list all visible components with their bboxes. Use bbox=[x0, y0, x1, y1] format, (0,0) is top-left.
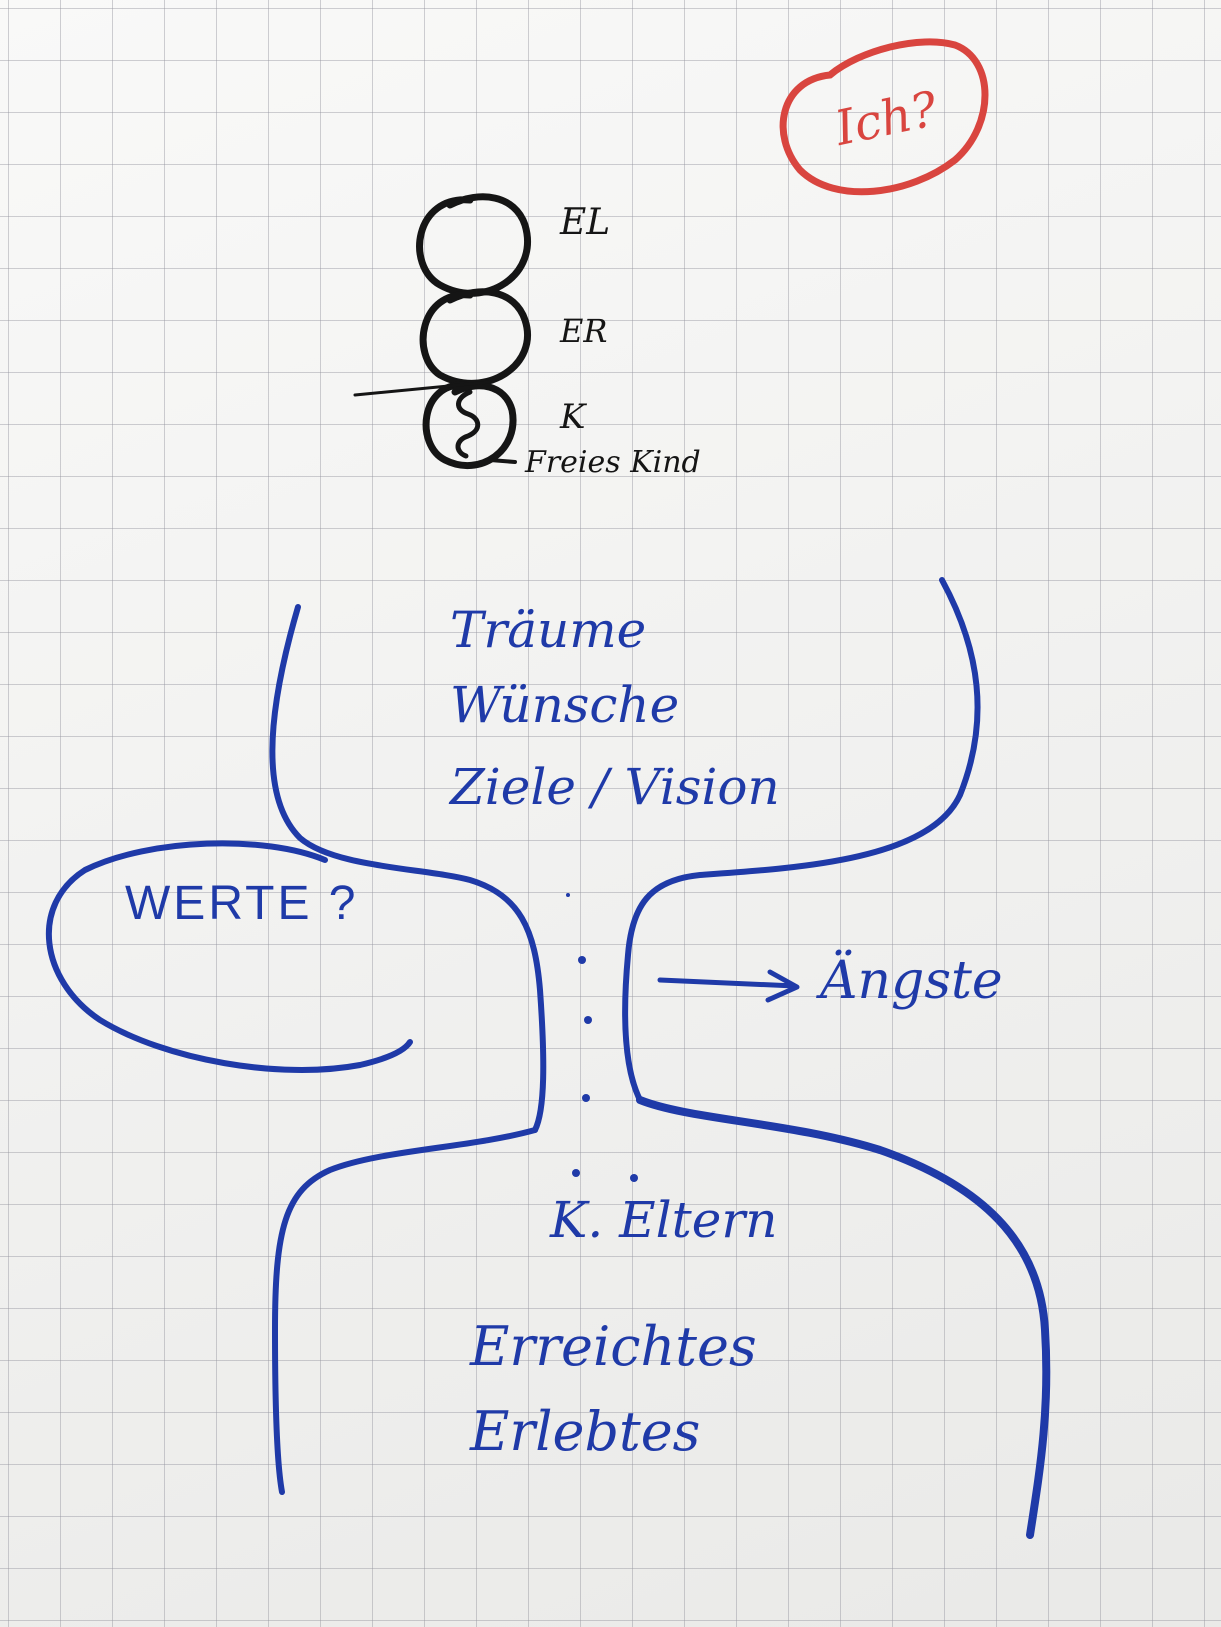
upper-item-ziele-vision: Ziele / Vision bbox=[450, 758, 780, 816]
ego-state-circles bbox=[353, 193, 531, 469]
ich-circle bbox=[779, 38, 989, 196]
upper-right-curve bbox=[622, 577, 981, 1103]
aengste-label: Ängste bbox=[820, 951, 1003, 1011]
lower-right-curve bbox=[636, 1096, 1051, 1539]
upper-left-curve bbox=[269, 604, 547, 1133]
lower-item-erlebtes: Erlebtes bbox=[470, 1400, 701, 1463]
parent-circle bbox=[416, 193, 531, 297]
ego-label-el: EL bbox=[560, 202, 611, 243]
arrow-to-aengste bbox=[657, 969, 800, 1003]
free-child-note: Freies Kind bbox=[525, 445, 701, 480]
werte-bubble bbox=[45, 840, 413, 1073]
life-path-outline bbox=[45, 577, 1051, 1539]
ego-label-er: ER bbox=[560, 312, 608, 350]
lower-item-erreichtes: Erreichtes bbox=[470, 1315, 757, 1378]
lower-left-curve bbox=[272, 1127, 538, 1495]
adult-circle bbox=[419, 288, 531, 387]
upper-item-wuensche: Wünsche bbox=[450, 676, 680, 734]
werte-label: WERTE ? bbox=[125, 877, 359, 930]
strike-line bbox=[353, 380, 492, 397]
child-pointer bbox=[488, 458, 517, 464]
child-circle bbox=[422, 381, 517, 469]
lower-item-k-eltern: K. Eltern bbox=[550, 1191, 778, 1249]
middle-dots bbox=[566, 893, 638, 1182]
upper-item-traeume: Träume bbox=[450, 601, 647, 659]
child-scribble bbox=[455, 389, 481, 459]
ego-label-k: K bbox=[560, 397, 586, 437]
